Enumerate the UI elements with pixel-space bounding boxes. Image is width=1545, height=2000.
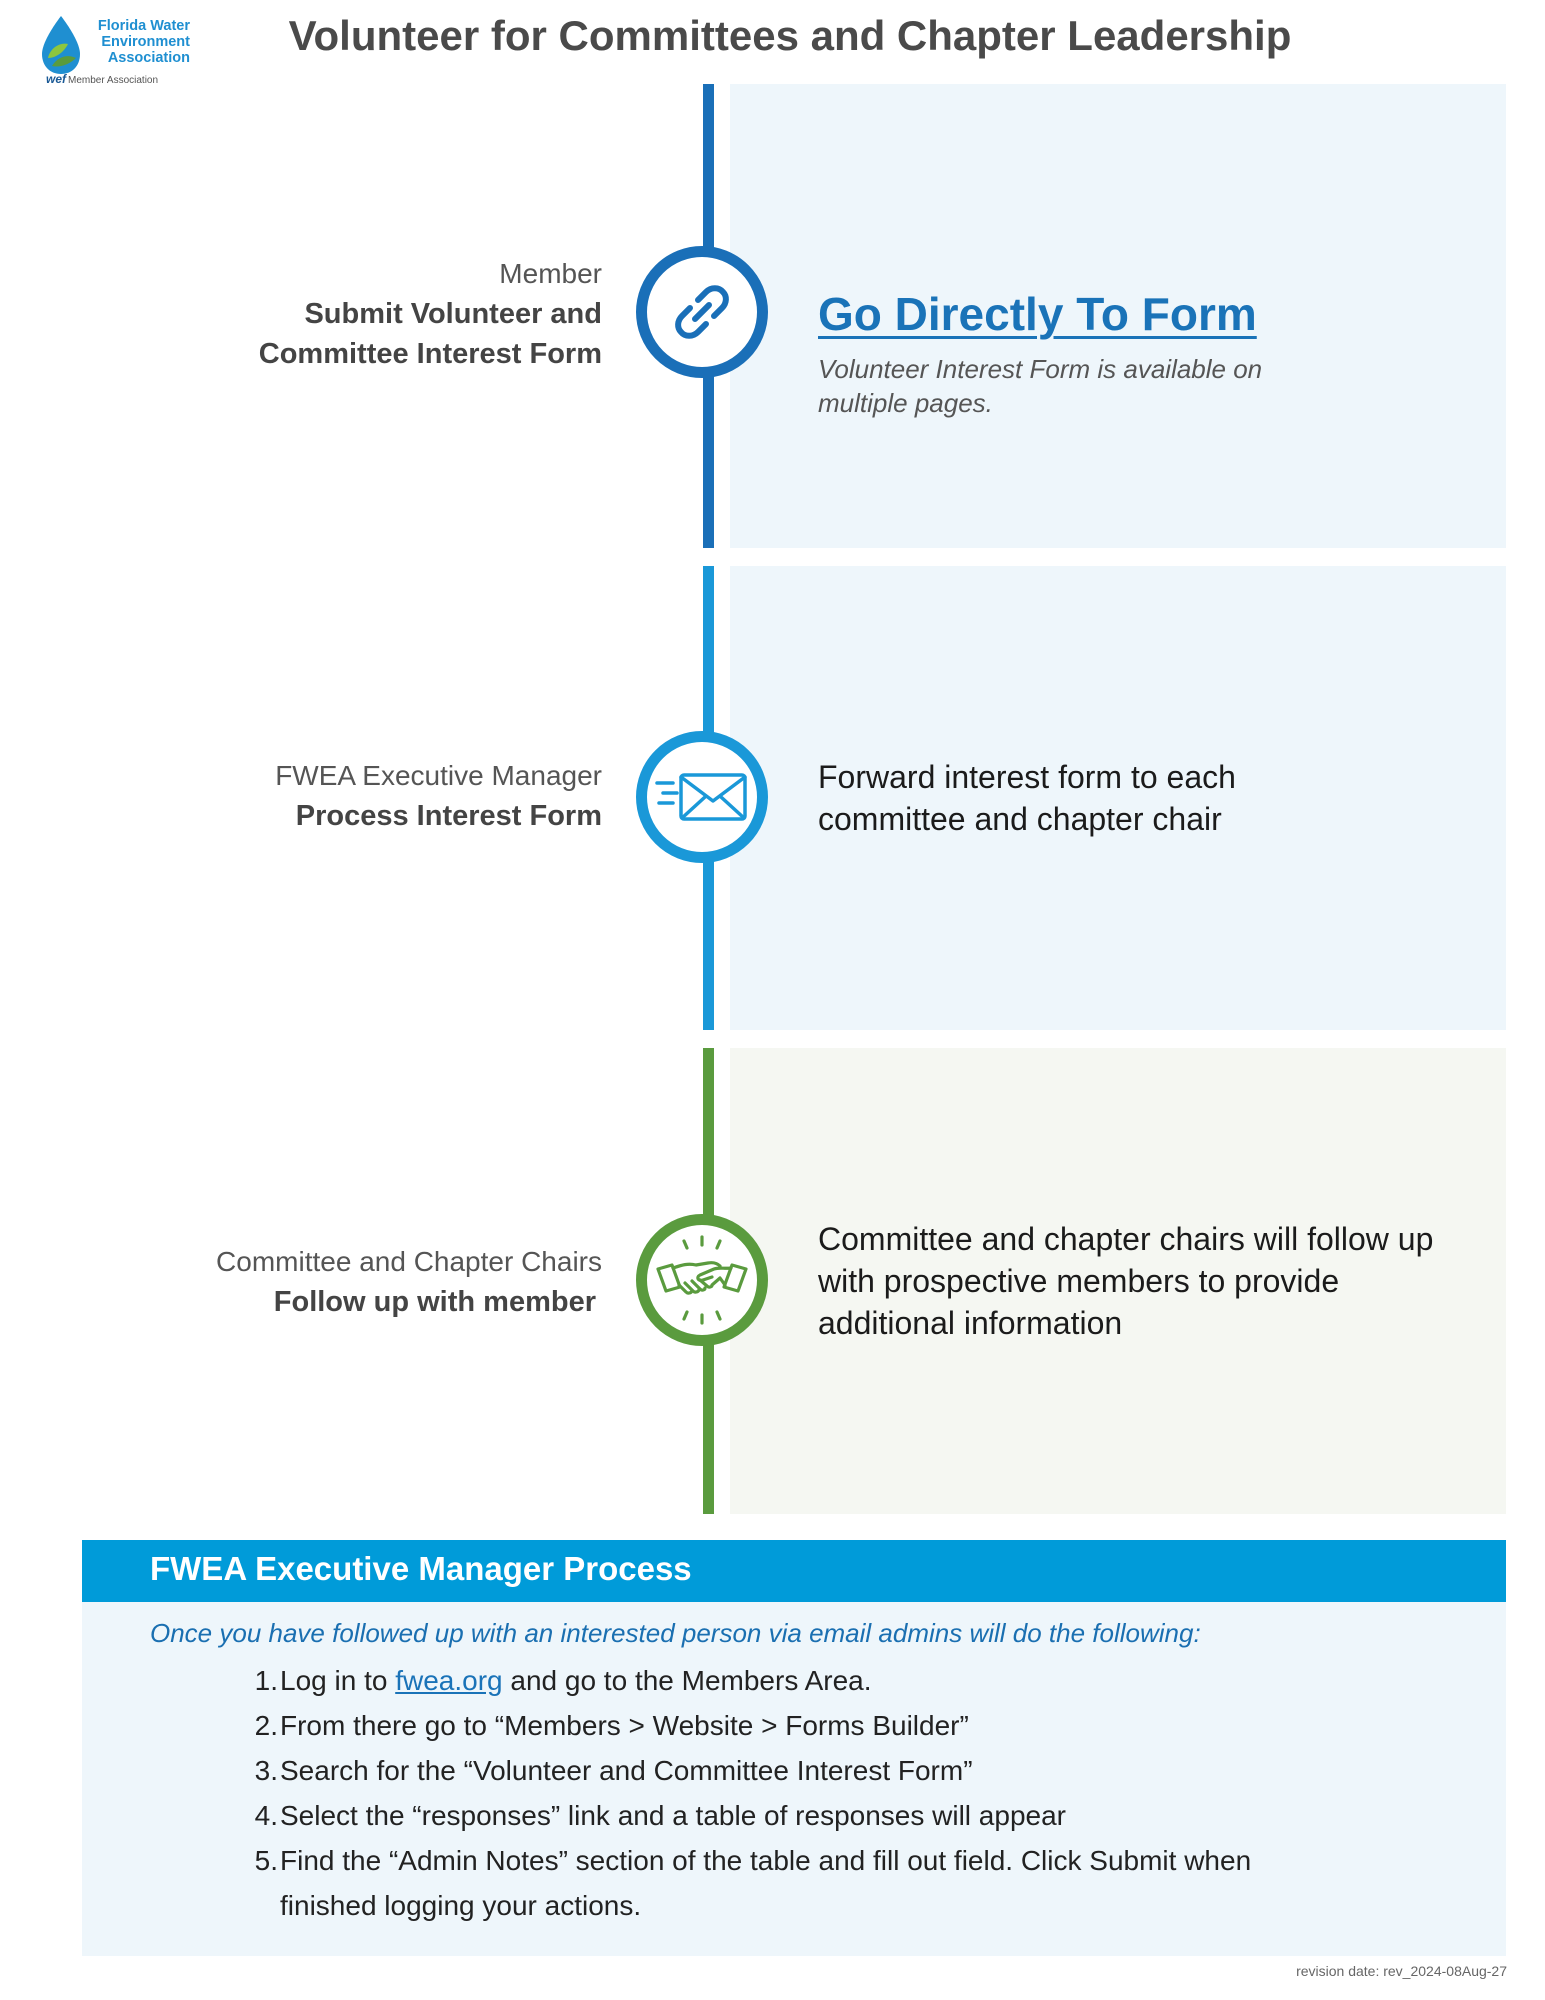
step-1-icon-circle — [636, 246, 768, 378]
list-item: 2. From there go to “Members > Website >… — [254, 1710, 969, 1741]
list-item: 4. Select the “responses” link and a tab… — [254, 1800, 1066, 1831]
step-3-detail: Committee and chapter chairs will follow… — [818, 1221, 1434, 1341]
manager-process-list: 1. Log in to fwea.org and go to the Memb… — [82, 1658, 1282, 1928]
list-item: 5. Find the “Admin Notes” section of the… — [254, 1845, 1252, 1921]
step-1-note: Volunteer Interest Form is available on … — [818, 354, 1263, 418]
step-2-panel — [730, 566, 1506, 1030]
manager-process-heading: FWEA Executive Manager Process — [150, 1550, 692, 1587]
mail-icon — [655, 773, 747, 821]
step-2-role-name: FWEA Executive Manager — [275, 760, 602, 791]
list-item: 3. Search for the “Volunteer and Committ… — [254, 1755, 973, 1786]
step-1-detail: Go Directly To Form Volunteer Interest F… — [818, 286, 1458, 420]
manager-process-body: Once you have followed up with an intere… — [82, 1602, 1506, 1956]
step-3-icon-circle — [636, 1214, 768, 1346]
step-2-detail: Forward interest form to each committee … — [818, 759, 1236, 837]
fwea-org-link[interactable]: fwea.org — [395, 1665, 503, 1696]
handshake-icon — [656, 1235, 748, 1325]
step-3-panel — [730, 1048, 1506, 1514]
link-icon — [675, 285, 729, 339]
step-1-panel — [730, 84, 1506, 548]
water-drop-icon — [42, 16, 80, 74]
page-title: Volunteer for Committees and Chapter Lea… — [288, 12, 1292, 59]
revision-date: revision date: rev_2024-08Aug-27 — [1296, 1963, 1507, 1979]
step-2-icon-circle — [636, 731, 768, 863]
go-to-form-link[interactable]: Go Directly To Form — [818, 288, 1257, 340]
step-1-role: Member Submit Volunteer and Committee In… — [82, 254, 602, 374]
step-1-task: Submit Volunteer and Committee Interest … — [258, 298, 602, 370]
step-2-task: Process Interest Form — [295, 800, 602, 832]
step-3-role-name: Committee and Chapter Chairs — [216, 1246, 602, 1277]
manager-process-intro: Once you have followed up with an intere… — [150, 1618, 1201, 1648]
step-2-role: FWEA Executive Manager Process Interest … — [82, 756, 602, 836]
step-3-role: Committee and Chapter Chairs Follow up w… — [82, 1242, 602, 1322]
step-3-task: Follow up with member — [273, 1286, 596, 1318]
step-1-role-name: Member — [499, 258, 602, 289]
list-item: 1. Log in to fwea.org and go to the Memb… — [254, 1665, 872, 1696]
logo-brand-text: Florida Water Environment Association — [97, 18, 190, 66]
manager-process-header: FWEA Executive Manager Process — [82, 1540, 1506, 1602]
fwea-logo: Florida Water Environment Association we… — [38, 14, 190, 88]
